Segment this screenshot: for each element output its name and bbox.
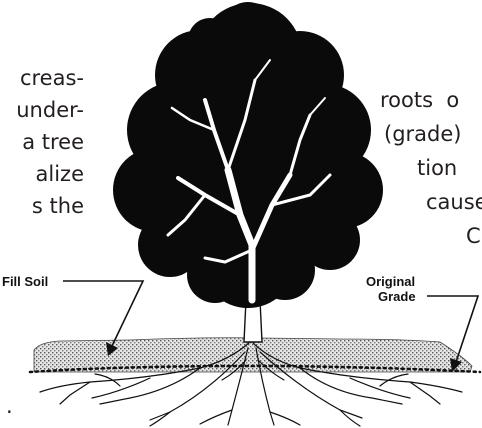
right-text-line-2: (grade): [384, 118, 461, 150]
original-grade-label-line2: Grade: [378, 289, 416, 304]
left-text-line-4: alize: [36, 158, 84, 190]
fill-soil-leader: [63, 281, 143, 346]
left-text-line-5: s the: [32, 190, 84, 222]
left-text-line-1: creas-: [20, 62, 84, 94]
left-text-line-3: a tree: [22, 126, 84, 158]
original-grade-label-line1: Original: [366, 274, 415, 289]
right-text-line-3: tion: [417, 152, 457, 184]
right-text-line-5: C: [466, 220, 481, 252]
bottom-punctuation: .: [6, 390, 13, 422]
left-text-line-2: under-: [16, 94, 84, 126]
right-text-line-4: cause: [426, 186, 482, 218]
right-text-line-1: roots o: [380, 84, 459, 116]
tree-canopy: [113, 2, 383, 308]
fill-soil-label: Fill Soil: [2, 274, 48, 289]
